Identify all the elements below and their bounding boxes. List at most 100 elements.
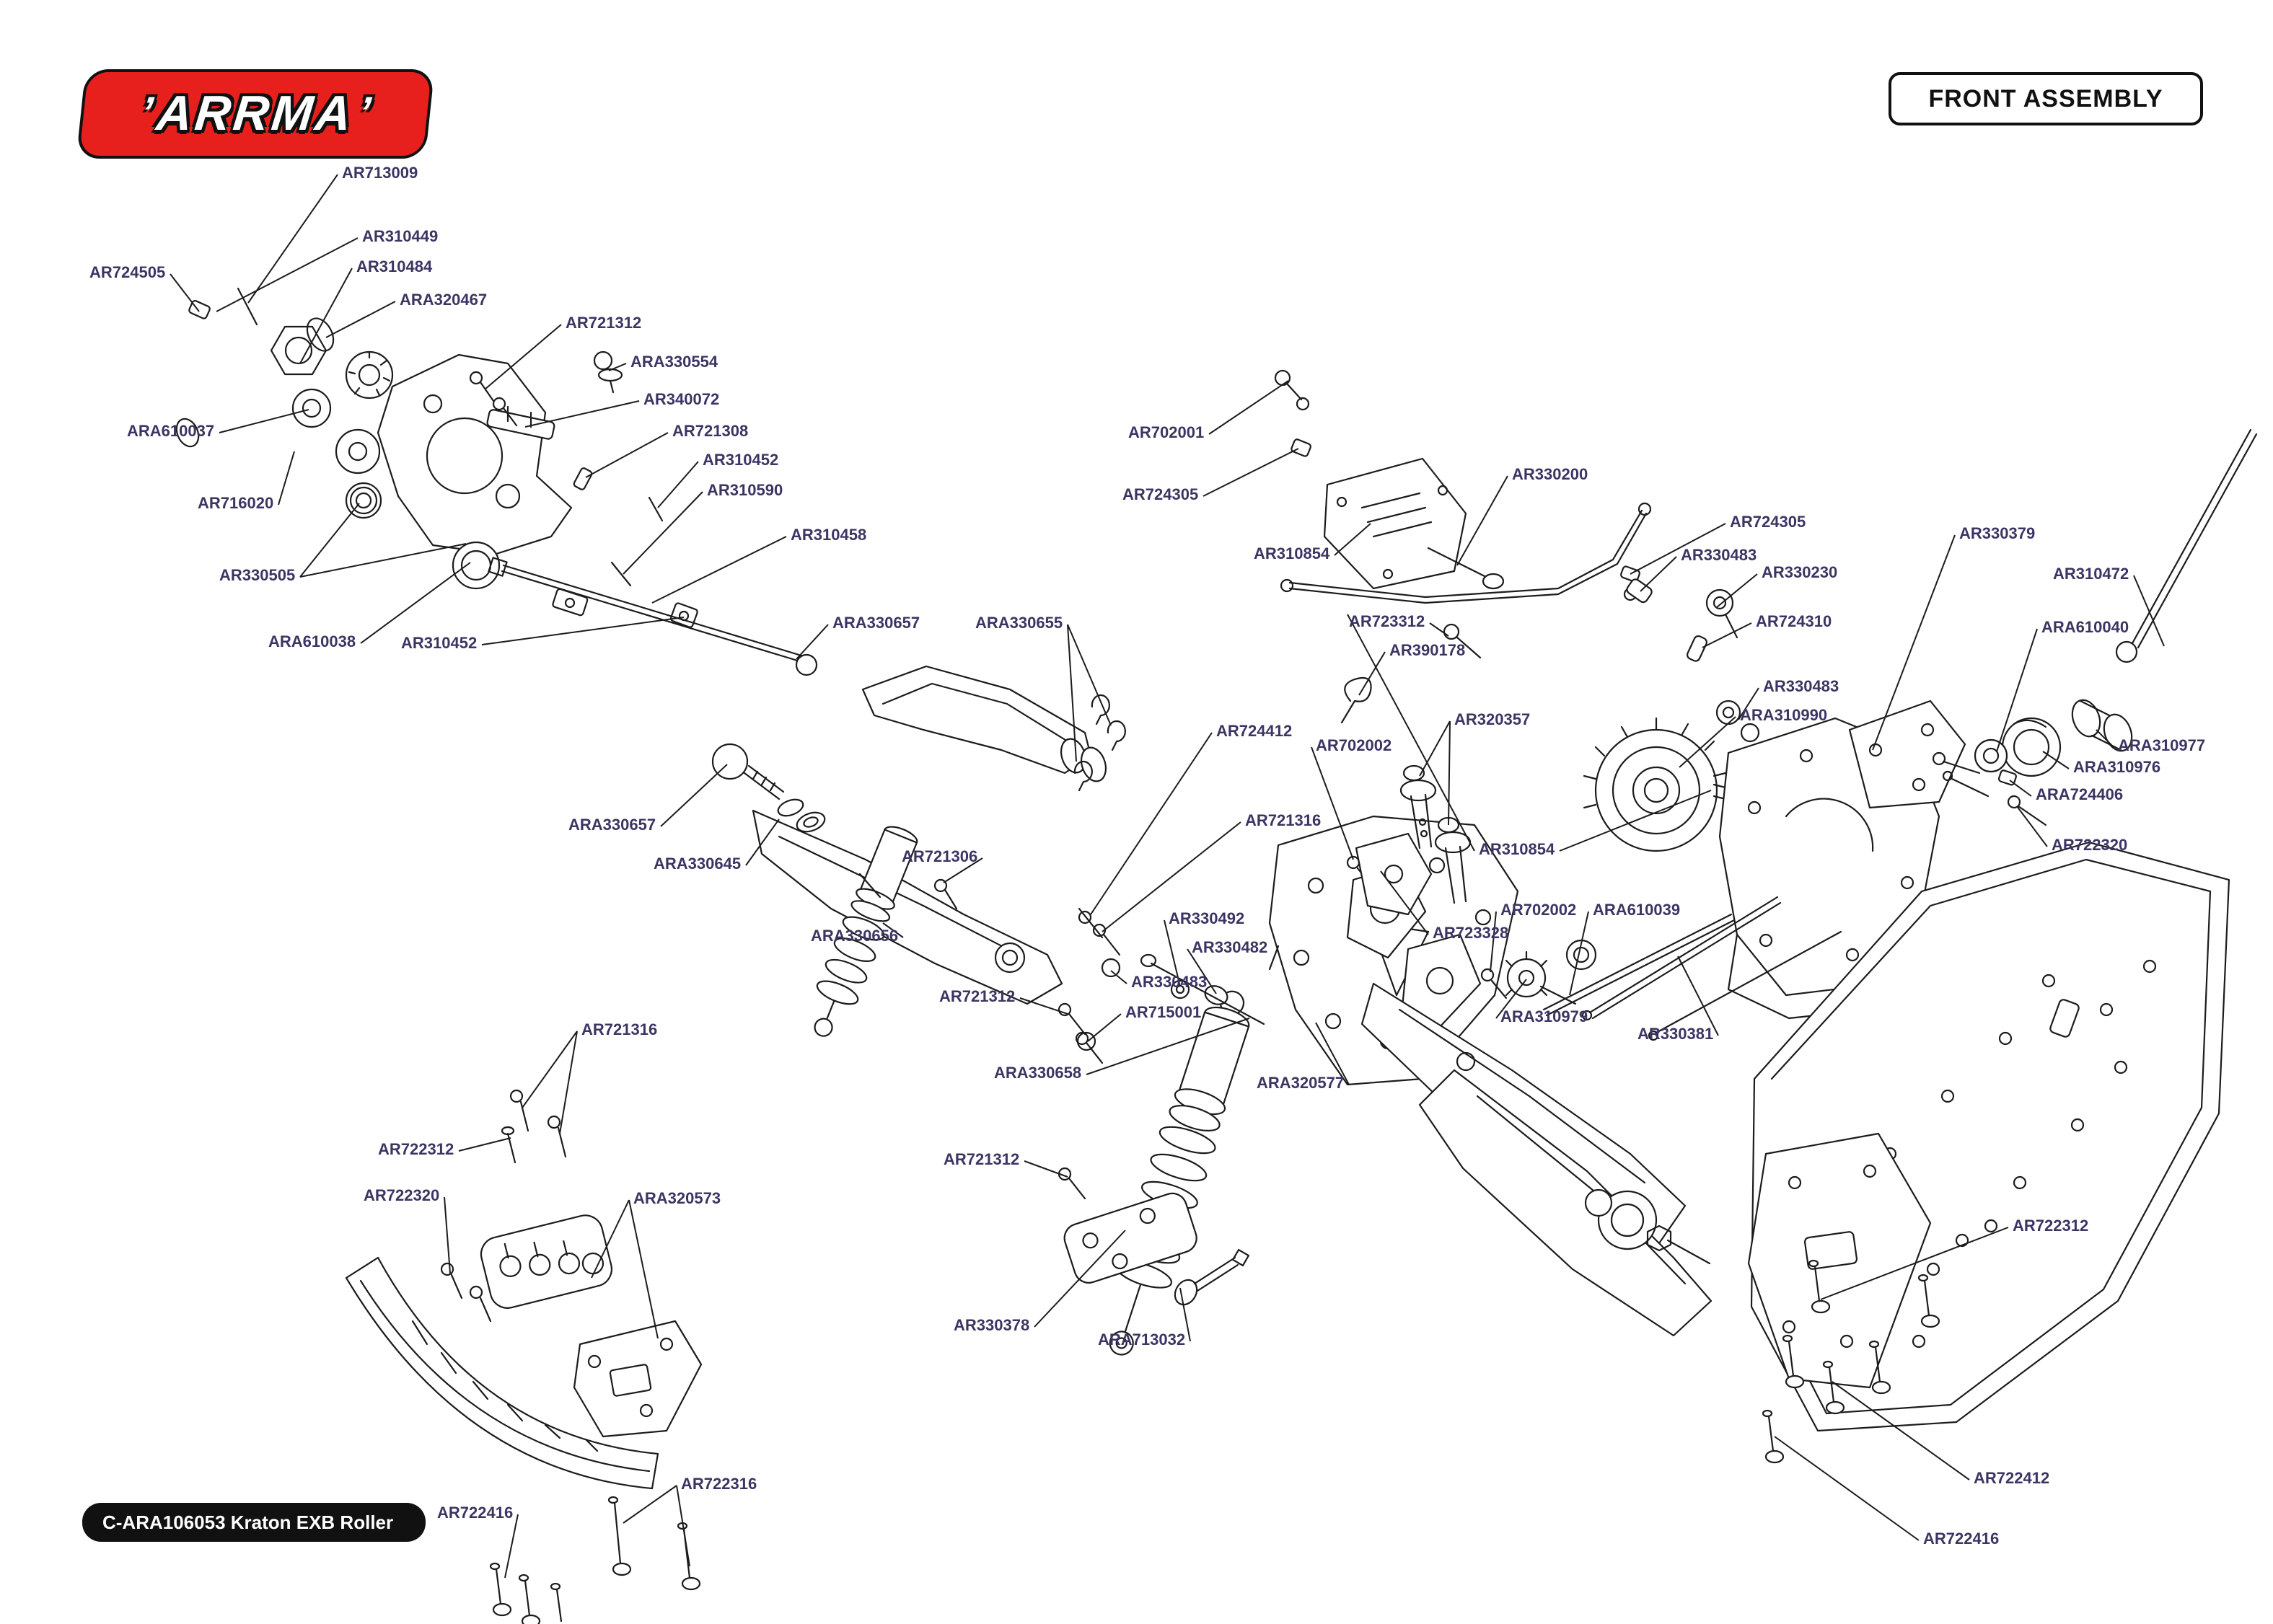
part-label: AR310452: [401, 635, 478, 653]
part-label: ARA320467: [400, 292, 488, 309]
leader-line: [247, 174, 338, 304]
leader-line: [1738, 687, 1759, 720]
part-label: AR721308: [672, 423, 749, 441]
leader-line: [1559, 790, 1712, 852]
leader-line: [299, 543, 467, 578]
leader-line: [1102, 821, 1241, 932]
leader-line: [657, 461, 699, 508]
leader-line: [1495, 979, 1527, 1019]
leader-line: [1630, 523, 1726, 575]
part-label: AR330230: [1762, 565, 1838, 582]
leader-line: [623, 1485, 677, 1524]
leader-line: [1996, 628, 2038, 752]
part-label: AR721316: [581, 1022, 658, 1039]
leader-line: [943, 857, 983, 883]
part-label: AR330492: [1169, 911, 1245, 928]
leader-line: [170, 273, 200, 312]
part-label: AR310452: [703, 452, 779, 469]
leader-line: [591, 1199, 630, 1279]
part-label: AR721316: [1245, 813, 1322, 830]
part-label: AR722320: [364, 1188, 440, 1205]
leader-line: [1702, 622, 1752, 648]
part-label: ARA330657: [568, 817, 656, 834]
leader-line: [745, 818, 780, 866]
leader-line: [1569, 911, 1589, 996]
servo-mount-art: [1274, 369, 1652, 724]
leader-line: [676, 1485, 690, 1567]
part-label: AR723312: [1349, 614, 1425, 631]
part-label: ARA330655: [975, 615, 1063, 632]
brand-text: ARRMA: [154, 87, 357, 141]
logo-tick-right: ’: [356, 89, 373, 137]
part-label: ARA320573: [633, 1191, 721, 1208]
part-label: AR723328: [1433, 925, 1509, 943]
leader-line: [278, 451, 295, 506]
part-label: AR724505: [89, 265, 166, 282]
part-label: AR713009: [342, 165, 418, 182]
part-label: ARA310979: [1500, 1009, 1588, 1026]
leader-line: [1448, 720, 1451, 826]
part-label: AR724305: [1730, 514, 1806, 531]
leader-line: [1311, 746, 1354, 860]
part-label: AR320357: [1454, 712, 1531, 729]
leader-line: [219, 409, 309, 433]
leader-line: [1087, 1013, 1122, 1042]
part-label: AR330378: [954, 1318, 1030, 1335]
part-label: AR716020: [198, 495, 274, 513]
model-badge: C-ARA106053 Kraton EXB Roller: [82, 1503, 426, 1542]
leader-line: [1203, 448, 1299, 497]
leader-line: [2009, 780, 2032, 797]
part-label: ARA330657: [832, 615, 920, 632]
part-label: AR715001: [1125, 1005, 1202, 1022]
leader-line: [2096, 729, 2114, 748]
part-label: ARA310990: [1740, 707, 1828, 725]
part-label: AR330505: [219, 568, 296, 585]
part-label: AR310484: [356, 259, 433, 276]
leader-line: [2042, 751, 2070, 769]
part-label: AR721312: [566, 315, 642, 332]
part-label: ARA320577: [1257, 1075, 1345, 1093]
part-label: AR310449: [362, 229, 439, 246]
part-label: ARA330658: [994, 1065, 1082, 1082]
lower-arm-left-art: [752, 809, 1063, 1005]
chassis-plate-art: [1747, 841, 2230, 1432]
leader-line: [559, 1031, 578, 1134]
leader-line: [1490, 911, 1497, 973]
part-label: AR722312: [378, 1142, 454, 1159]
part-label: AR702001: [1128, 425, 1205, 442]
leader-line: [1456, 475, 1508, 566]
leader-line: [651, 536, 787, 604]
leader-line: [1358, 651, 1386, 696]
part-label: ARA713032: [1098, 1332, 1186, 1349]
part-label: AR310590: [707, 482, 783, 500]
leader-line: [1110, 970, 1127, 984]
leader-line: [481, 617, 685, 645]
leader-line: [1034, 1230, 1126, 1328]
part-label: ARA330656: [811, 928, 899, 945]
lower-arm-right-art: [1360, 982, 1713, 1337]
leader-line: [1716, 573, 1758, 608]
part-label: AR722416: [437, 1505, 514, 1522]
part-label: ARA310977: [2118, 738, 2206, 755]
leader-line: [216, 237, 359, 312]
title-front-assembly: FRONT ASSEMBLY: [1889, 72, 2203, 125]
leader-line: [1334, 523, 1371, 556]
part-label: AR724310: [1756, 614, 1832, 631]
part-label: AR702002: [1316, 738, 1392, 755]
leader-line: [1832, 1381, 1970, 1480]
shock-shaft-art: [1174, 1248, 1250, 1306]
leader-line: [882, 922, 904, 938]
upper-arm-art: [861, 665, 1126, 792]
part-label: ARA610040: [2041, 619, 2129, 637]
leader-line: [1179, 1287, 1191, 1342]
part-label: AR310472: [2053, 566, 2129, 583]
leader-line: [1774, 1436, 1920, 1541]
leader-line: [484, 324, 562, 390]
chassis-screws-art: [1762, 1259, 1940, 1464]
leader-line: [1024, 1160, 1068, 1178]
leader-line: [299, 503, 360, 578]
knuckle-hardware-art: [175, 287, 818, 676]
